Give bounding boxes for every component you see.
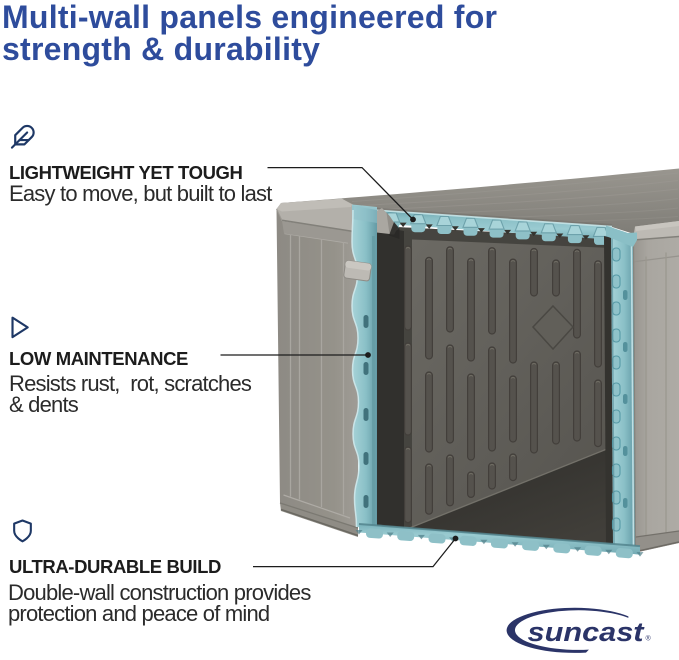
svg-text:®: ® (646, 635, 652, 643)
svg-text:suncast: suncast (528, 617, 645, 647)
